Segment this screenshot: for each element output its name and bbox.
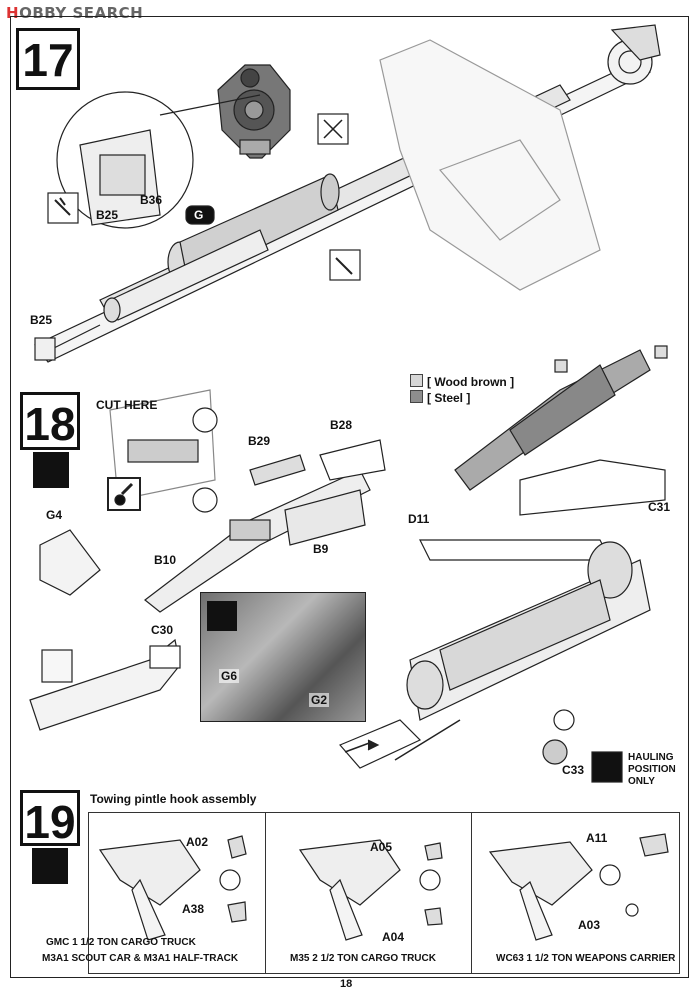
assembly-arrows-icon <box>33 452 69 488</box>
part-label-c31: C31 <box>648 500 671 514</box>
assembly-arrows-icon <box>207 601 237 631</box>
part-label-a02: A02 <box>186 835 209 849</box>
vehicle-caption-m3a1: M3A1 SCOUT CAR & M3A1 HALF-TRACK <box>42 953 239 964</box>
step-19-number: 19 <box>20 790 80 846</box>
part-label-g4: G4 <box>46 508 63 522</box>
step19-pintle-hooks <box>98 833 669 941</box>
part-label-a03: A03 <box>578 918 601 932</box>
part-label-b25: B25 <box>30 313 53 327</box>
panel-divider <box>265 813 266 973</box>
part-label-b10: B10 <box>154 553 177 567</box>
cut-here-label: CUT HERE <box>96 398 158 412</box>
step-19-title: Towing pintle hook assembly <box>90 792 257 806</box>
watermark: HOBBY SEARCH <box>6 4 144 22</box>
part-label-d11: D11 <box>408 512 430 526</box>
part-label-b28: B28 <box>330 418 353 432</box>
pintle-variants-panel <box>88 812 680 974</box>
step17-barrel-assembly <box>34 24 661 363</box>
panel-divider <box>471 813 472 973</box>
legend-wood-brown: [ Wood brown ] <box>410 374 514 389</box>
legend-steel: [ Steel ] <box>410 390 470 405</box>
right-mg-and-cradle <box>339 345 668 783</box>
steel-swatch-icon <box>410 390 423 403</box>
page-frame <box>10 16 689 978</box>
part-label-c33: C33 <box>562 763 585 777</box>
part-label-g2: G2 <box>309 693 330 707</box>
part-label-g6: G6 <box>219 669 240 683</box>
part-label-b36: B36 <box>140 193 163 207</box>
part-label-b29: B29 <box>248 434 271 448</box>
step-17-number: 17 <box>16 28 80 90</box>
part-label-a38: A38 <box>182 902 205 916</box>
vehicle-caption-gmc: GMC 1 1/2 TON CARGO TRUCK <box>46 937 196 948</box>
reference-photo: G6 G2 <box>200 592 366 722</box>
vehicle-caption-wc63: WC63 1 1/2 TON WEAPONS CARRIER <box>496 953 676 964</box>
part-label-b9: B9 <box>313 542 329 556</box>
sprue-tag-g: G <box>194 208 204 222</box>
wood-swatch-icon <box>410 374 423 387</box>
assembly-arrows-icon <box>32 848 68 884</box>
step18-mg-assembly <box>29 389 386 731</box>
part-label-a04: A04 <box>382 930 405 944</box>
part-label-a11: A11 <box>586 831 608 845</box>
step-18-number: 18 <box>20 392 80 450</box>
page-number: 18 <box>340 978 353 990</box>
part-label-a05: A05 <box>370 840 393 854</box>
vehicle-caption-m35: M35 2 1/2 TON CARGO TRUCK <box>290 953 436 964</box>
part-label-b25: B25 <box>96 208 119 222</box>
part-label-c30: C30 <box>151 623 174 637</box>
